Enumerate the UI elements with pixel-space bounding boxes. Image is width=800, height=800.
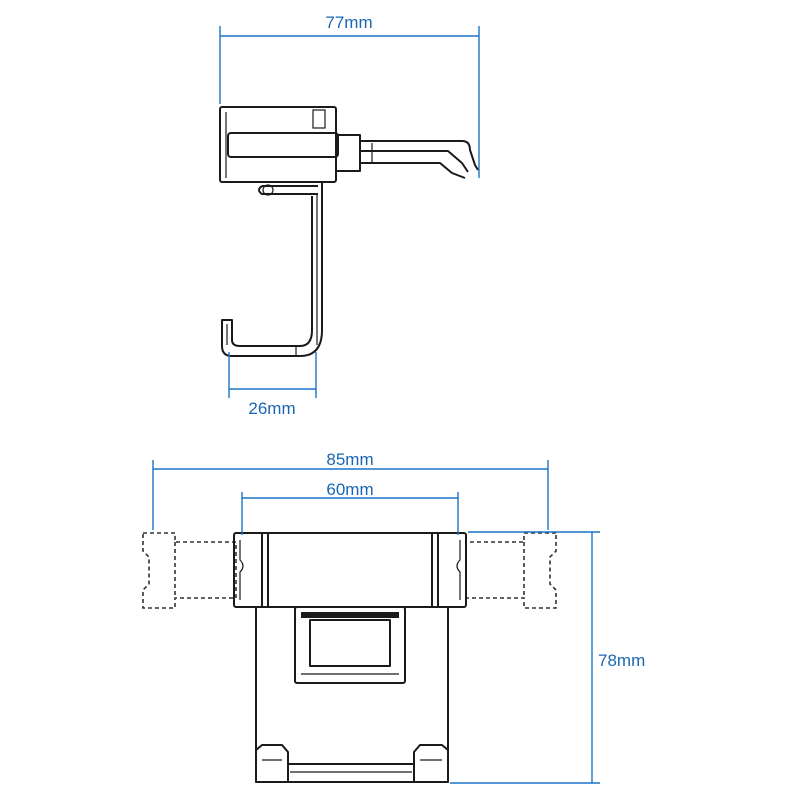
side-vertical-arm bbox=[221, 182, 323, 357]
side-strap-band bbox=[227, 132, 339, 158]
dim-label-78mm: 78mm bbox=[598, 651, 645, 670]
side-vent-clip bbox=[360, 140, 479, 179]
side-view bbox=[219, 106, 479, 357]
side-latch bbox=[258, 185, 318, 195]
front-extended-arm-left bbox=[142, 532, 237, 609]
front-back-plate bbox=[255, 607, 449, 783]
dim-label-85mm: 85mm bbox=[326, 450, 373, 469]
side-clamp-head bbox=[219, 106, 337, 183]
front-extended-arm-right bbox=[465, 532, 557, 609]
front-clip-window bbox=[294, 606, 406, 684]
front-bottom-hook-left bbox=[255, 744, 289, 782]
dim-label-60mm: 60mm bbox=[326, 480, 373, 499]
front-dimensions: 85mm 60mm 78mm bbox=[152, 450, 645, 784]
front-view bbox=[142, 532, 557, 783]
dim-label-77mm: 77mm bbox=[325, 13, 372, 32]
front-bottom-hook-right bbox=[413, 744, 449, 782]
side-dimensions: 77mm 26mm bbox=[219, 13, 480, 418]
dim-label-26mm: 26mm bbox=[248, 399, 295, 418]
side-connector bbox=[335, 134, 361, 172]
